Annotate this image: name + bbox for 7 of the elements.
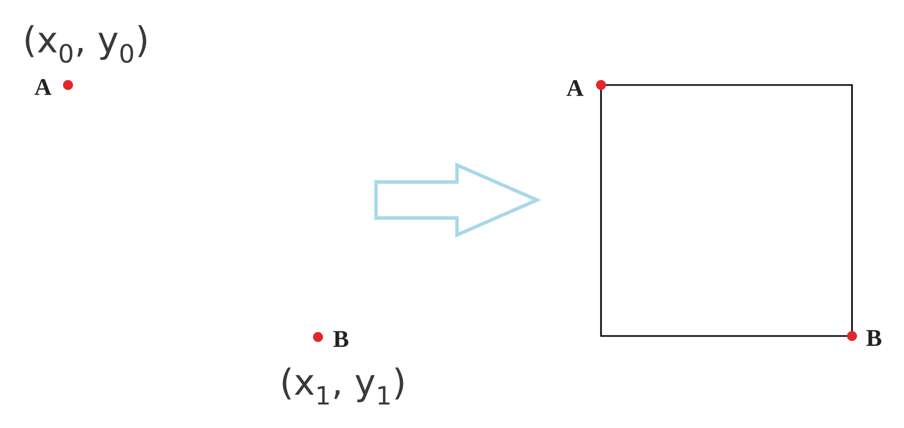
point-label: A: [566, 80, 584, 96]
coordinate-label: (x$_{1}$, y$_{1}$): [282, 367, 404, 405]
point-label: A: [34, 79, 52, 95]
point-label: B: [866, 330, 882, 346]
coordinate-label: (x$_{0}$, y$_{0}$): [26, 25, 146, 63]
square-outline: [600, 84, 853, 337]
point-label: B: [333, 331, 348, 347]
